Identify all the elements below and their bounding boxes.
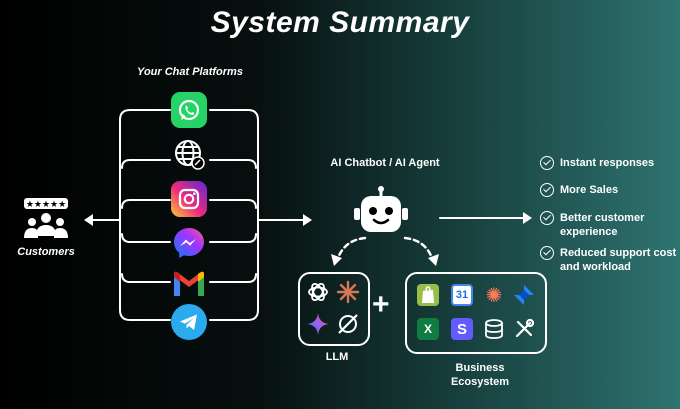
- check-circle-icon: [540, 156, 554, 170]
- hubspot-icon: ✺: [485, 284, 503, 307]
- instagram-icon[interactable]: [171, 181, 207, 217]
- svg-text:★★★★★: ★★★★★: [26, 200, 66, 210]
- check-circle-icon: [540, 211, 554, 225]
- telegram-icon[interactable]: [171, 304, 207, 340]
- page-title: System Summary: [210, 6, 470, 39]
- customers-icon: ★★★★★: [16, 196, 76, 244]
- check-circle-icon: [540, 246, 554, 260]
- check-circle-icon: [540, 183, 554, 197]
- benefit-item: Reduced support cost and workload: [540, 246, 680, 274]
- jira-icon: [513, 284, 535, 306]
- excel-icon: X: [417, 318, 439, 340]
- openai-icon: [306, 280, 330, 309]
- benefit-item: Better customer experience: [540, 211, 665, 239]
- plus-sign: +: [372, 288, 390, 321]
- arrow-to-business: [403, 236, 434, 260]
- llm-box: [298, 272, 370, 346]
- benefit-text: Better customer experience: [560, 212, 645, 238]
- robot-icon: [352, 186, 410, 238]
- calendar-icon: 31: [451, 284, 473, 306]
- benefit-item: More Sales: [540, 183, 680, 197]
- messenger-icon[interactable]: [171, 225, 207, 261]
- benefit-text: Instant responses: [560, 157, 655, 169]
- gmail-icon[interactable]: [171, 266, 207, 302]
- left-bracket: [119, 109, 171, 321]
- business-label: Business Ecosystem: [430, 361, 530, 389]
- business-label-line1: Business: [455, 362, 505, 374]
- shopify-icon: [417, 284, 439, 306]
- arrow-to-llm: [336, 236, 367, 260]
- globe-icon[interactable]: [171, 136, 207, 172]
- stripe-icon: S: [451, 318, 473, 340]
- platforms-label: Your Chat Platforms: [137, 66, 243, 78]
- benefit-item: Instant responses: [540, 156, 680, 170]
- benefit-text: Reduced support cost and workload: [560, 247, 677, 273]
- llm-label: LLM: [325, 351, 349, 363]
- business-box: 31 ✺ X S: [405, 272, 547, 354]
- agent-label: AI Chatbot / AI Agent: [330, 157, 440, 169]
- grok-icon: [336, 312, 360, 341]
- tools-icon: [513, 318, 535, 340]
- database-icon: [483, 318, 505, 340]
- business-label-line2: Ecosystem: [450, 376, 510, 388]
- customers-label: Customers: [17, 246, 75, 258]
- benefit-text: More Sales: [560, 184, 619, 196]
- whatsapp-icon[interactable]: [171, 92, 207, 128]
- gemini-icon: [306, 312, 330, 341]
- right-bracket: [209, 109, 259, 321]
- claude-icon: [336, 280, 360, 309]
